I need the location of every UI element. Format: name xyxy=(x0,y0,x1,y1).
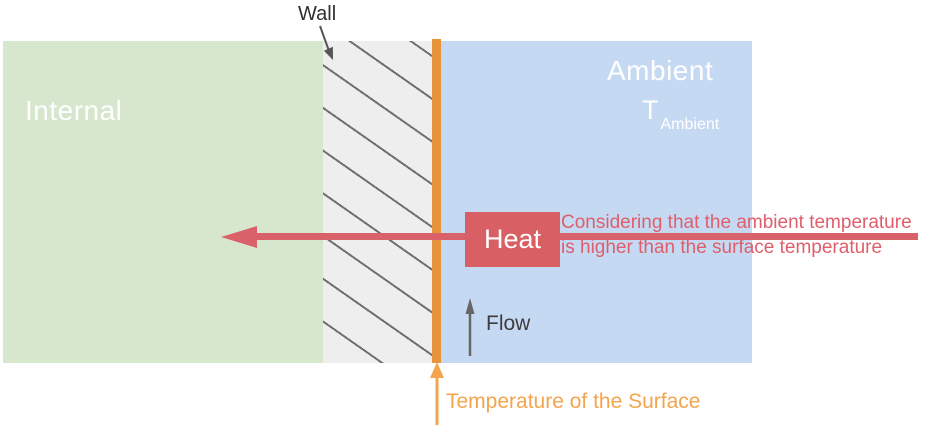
heat-caption-line2: is higher than the surface temperature xyxy=(561,237,883,258)
heat-badge: Heat xyxy=(465,212,560,267)
heat-caption: Considering that the ambient temperature… xyxy=(561,210,933,260)
temperature-symbol: T xyxy=(642,95,659,125)
flow-arrow-icon xyxy=(465,298,475,356)
internal-region-label: Internal xyxy=(25,95,123,126)
ambient-region xyxy=(441,41,752,363)
heat-arrow-shaft xyxy=(249,233,918,240)
surface-temperature-line xyxy=(432,39,441,363)
temperature-subscript: Ambient xyxy=(660,116,720,133)
wall-pointer-arrow-icon xyxy=(319,25,333,60)
wall-region xyxy=(323,41,432,363)
heat-arrow-head-icon xyxy=(221,226,257,248)
heat-badge-label: Heat xyxy=(483,224,542,254)
wall-label: Wall xyxy=(298,3,337,25)
internal-region: Internal xyxy=(3,41,323,363)
ambient-region-label: Ambient xyxy=(607,55,714,86)
surface-temperature-label: Temperature of the Surface xyxy=(446,390,701,413)
flow-label: Flow xyxy=(486,312,531,335)
surface-arrow-icon xyxy=(430,362,444,425)
heat-caption-line1: Considering that the ambient temperature xyxy=(561,212,912,233)
